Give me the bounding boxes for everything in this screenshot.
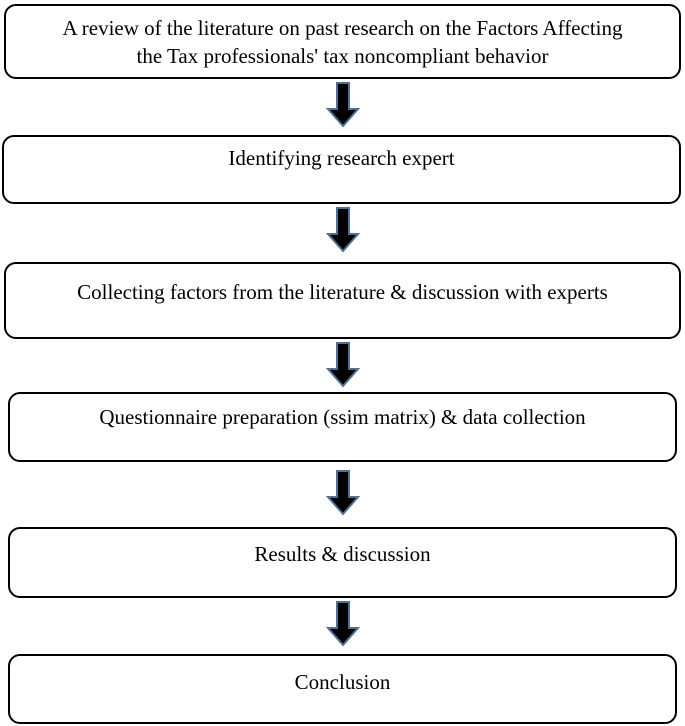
step-collect-factors-box: Collecting factors from the literature &… xyxy=(4,262,681,339)
step-conclusion-text: Conclusion xyxy=(294,670,391,694)
step-results-text: Results & discussion xyxy=(254,542,431,566)
step-literature-review-text: A review of the literature on past resea… xyxy=(62,15,623,68)
down-arrow-icon xyxy=(326,601,360,647)
step-results-box: Results & discussion xyxy=(8,527,677,598)
step-questionnaire-box: Questionnaire preparation (ssim matrix) … xyxy=(8,392,677,462)
step-identify-expert-text: Identifying research expert xyxy=(228,146,455,170)
down-arrow-icon xyxy=(326,342,360,388)
step-collect-factors-text: Collecting factors from the literature &… xyxy=(77,280,608,304)
down-arrow-icon xyxy=(326,207,360,253)
down-arrow-icon xyxy=(326,470,360,516)
step-conclusion-box: Conclusion xyxy=(8,654,677,724)
step-questionnaire-text: Questionnaire preparation (ssim matrix) … xyxy=(99,405,586,429)
step-identify-expert-box: Identifying research expert xyxy=(2,135,681,204)
down-arrow-icon xyxy=(326,82,360,128)
step-literature-review-box: A review of the literature on past resea… xyxy=(4,4,681,79)
